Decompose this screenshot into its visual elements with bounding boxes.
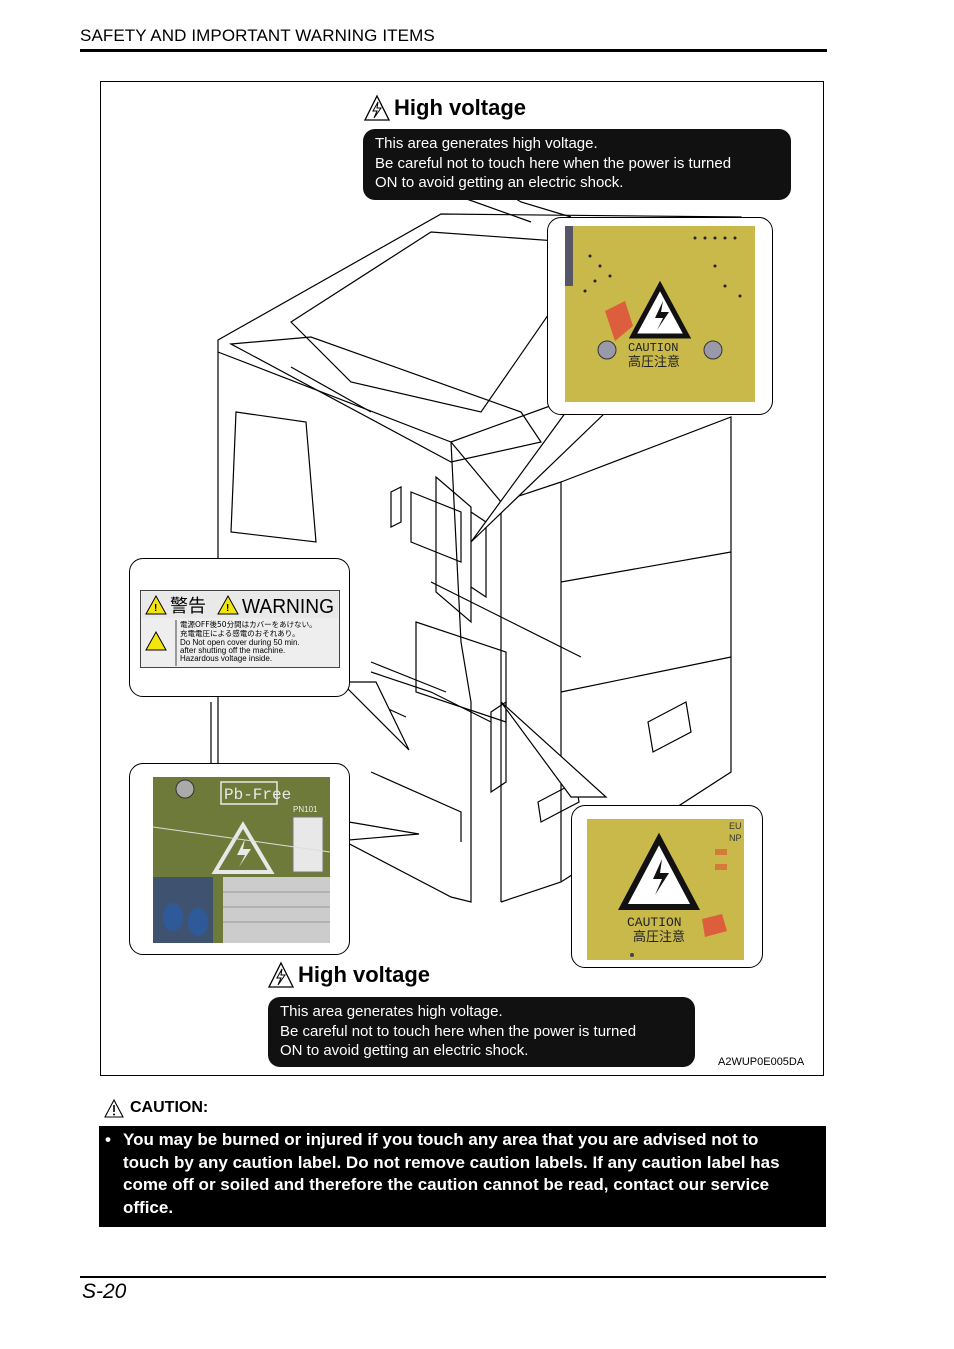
- warning-label-frame: ! 警告 ! WARNING 電源OFF後50分間はカバーをあけない。 充電電圧…: [129, 558, 350, 697]
- top-high-voltage-title: High voltage: [364, 94, 526, 122]
- figure-panel: CAUTION 高圧注意 ! 警告 ! WARNING 電源OFF後50分間はカ…: [100, 81, 824, 1076]
- warning-line-1: 電源OFF後50分間はカバーをあけない。: [180, 619, 317, 629]
- lower-left-board-photo: Pb-Free PN101: [153, 777, 330, 943]
- figure-code: A2WUP0E005DA: [718, 1056, 805, 1068]
- eu-text: EU: [729, 821, 742, 831]
- bottom-high-voltage-title: High voltage: [268, 961, 430, 989]
- svg-text:!: !: [226, 603, 229, 614]
- caution-line-2: touch by any caution label. Do not remov…: [123, 1152, 780, 1172]
- np-text: NP: [729, 833, 742, 843]
- bottom-high-voltage-box: This area generates high voltage. Be car…: [268, 997, 695, 1067]
- pn101-text: PN101: [293, 805, 318, 814]
- caution-box: • You may be burned or injured if you to…: [99, 1126, 826, 1227]
- caution-bullet: •: [105, 1130, 111, 1149]
- warning-en-text: WARNING: [242, 596, 334, 618]
- top-high-voltage-label: High voltage: [394, 95, 527, 120]
- caution-heading-label: CAUTION:: [130, 1099, 209, 1116]
- warning-line-2: 充電電圧による感電のおそれあり。: [180, 628, 300, 638]
- svg-text:!: !: [154, 603, 157, 614]
- top-callout-line-2: Be careful not to touch here when the po…: [375, 154, 732, 172]
- warning-line-3: Do Not open cover during 50 min.: [180, 638, 300, 647]
- pb-free-text: Pb-Free: [224, 786, 291, 804]
- footer-rule: [80, 1276, 826, 1278]
- top-callout-line-3: ON to avoid getting an electric shock.: [375, 174, 624, 191]
- top-board-photo: CAUTION 高圧注意: [565, 226, 755, 402]
- warning-line-4: after shutting off the machine.: [180, 646, 285, 655]
- warning-label: ! 警告 ! WARNING 電源OFF後50分間はカバーをあけない。 充電電圧…: [140, 590, 340, 668]
- caution-heading: CAUTION:: [104, 1098, 208, 1118]
- lower-right-photo-frame: EU NP CAUTION 高圧注意: [571, 805, 763, 968]
- bottom-callout-line-2: Be careful not to touch here when the po…: [280, 1022, 637, 1040]
- caution-warning-icon: [104, 1098, 124, 1118]
- warning-jp-text: 警告: [170, 596, 206, 617]
- lower-caution-jp: 高圧注意: [633, 929, 685, 945]
- section-header: SAFETY AND IMPORTANT WARNING ITEMS: [80, 26, 435, 45]
- lower-right-board-photo: EU NP CAUTION 高圧注意: [587, 819, 744, 960]
- top-high-voltage-box: This area generates high voltage. Be car…: [363, 129, 791, 200]
- header-rule: [80, 49, 827, 52]
- page-number: S-20: [82, 1280, 127, 1303]
- caution-line-4: office.: [123, 1198, 174, 1218]
- top-caution-text: CAUTION: [628, 341, 678, 355]
- lower-left-photo-frame: Pb-Free PN101: [129, 763, 350, 955]
- bottom-high-voltage-label: High voltage: [298, 962, 431, 987]
- lower-caution-text: CAUTION: [627, 915, 682, 930]
- top-callout-line-1: This area generates high voltage.: [375, 135, 598, 152]
- warning-line-5: Hazardous voltage inside.: [180, 654, 272, 663]
- bottom-callout-line-3: ON to avoid getting an electric shock.: [280, 1042, 529, 1059]
- high-voltage-warning-icon: [364, 94, 390, 121]
- bottom-callout-line-1: This area generates high voltage.: [280, 1003, 503, 1020]
- caution-line-3: come off or soiled and therefore the cau…: [123, 1175, 770, 1195]
- top-board-photo-frame: CAUTION 高圧注意: [547, 217, 773, 415]
- top-caution-jp: 高圧注意: [628, 354, 680, 370]
- high-voltage-warning-icon: [268, 961, 294, 988]
- caution-line-1: You may be burned or injured if you touc…: [123, 1130, 759, 1149]
